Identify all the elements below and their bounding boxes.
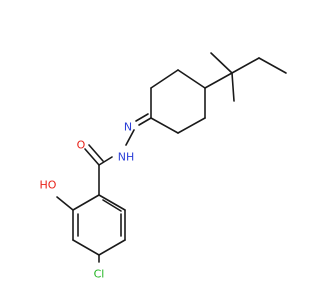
double-bond: [135, 113, 149, 122]
aromatic-bond: [102, 199, 122, 212]
bond: [210, 52, 233, 74]
bond: [204, 72, 233, 89]
bond: [231, 72, 235, 102]
bond: [56, 196, 74, 211]
bond: [72, 239, 100, 256]
bond: [72, 194, 100, 211]
chlorine-label: Cl: [94, 268, 105, 281]
bond: [98, 194, 126, 211]
bond: [258, 57, 287, 74]
bond: [177, 117, 206, 134]
bond: [150, 69, 179, 89]
hydroxyl-label: HO: [40, 179, 57, 192]
nh-label: NH: [118, 151, 135, 164]
bond: [231, 57, 260, 74]
molecule-structure: O NH N HO Cl: [40, 52, 287, 281]
double-bond: [138, 117, 152, 126]
bond: [177, 69, 206, 89]
bond: [98, 156, 113, 166]
bond: [125, 129, 135, 146]
double-bond: [88, 144, 104, 162]
double-bond: [84, 148, 100, 166]
nitrogen-imine-label: N: [124, 121, 132, 134]
bond: [150, 117, 179, 134]
molecule-drawing: O NH N HO Cl: [40, 52, 287, 281]
oxygen-carbonyl-label: O: [77, 139, 86, 152]
bond: [98, 239, 126, 256]
